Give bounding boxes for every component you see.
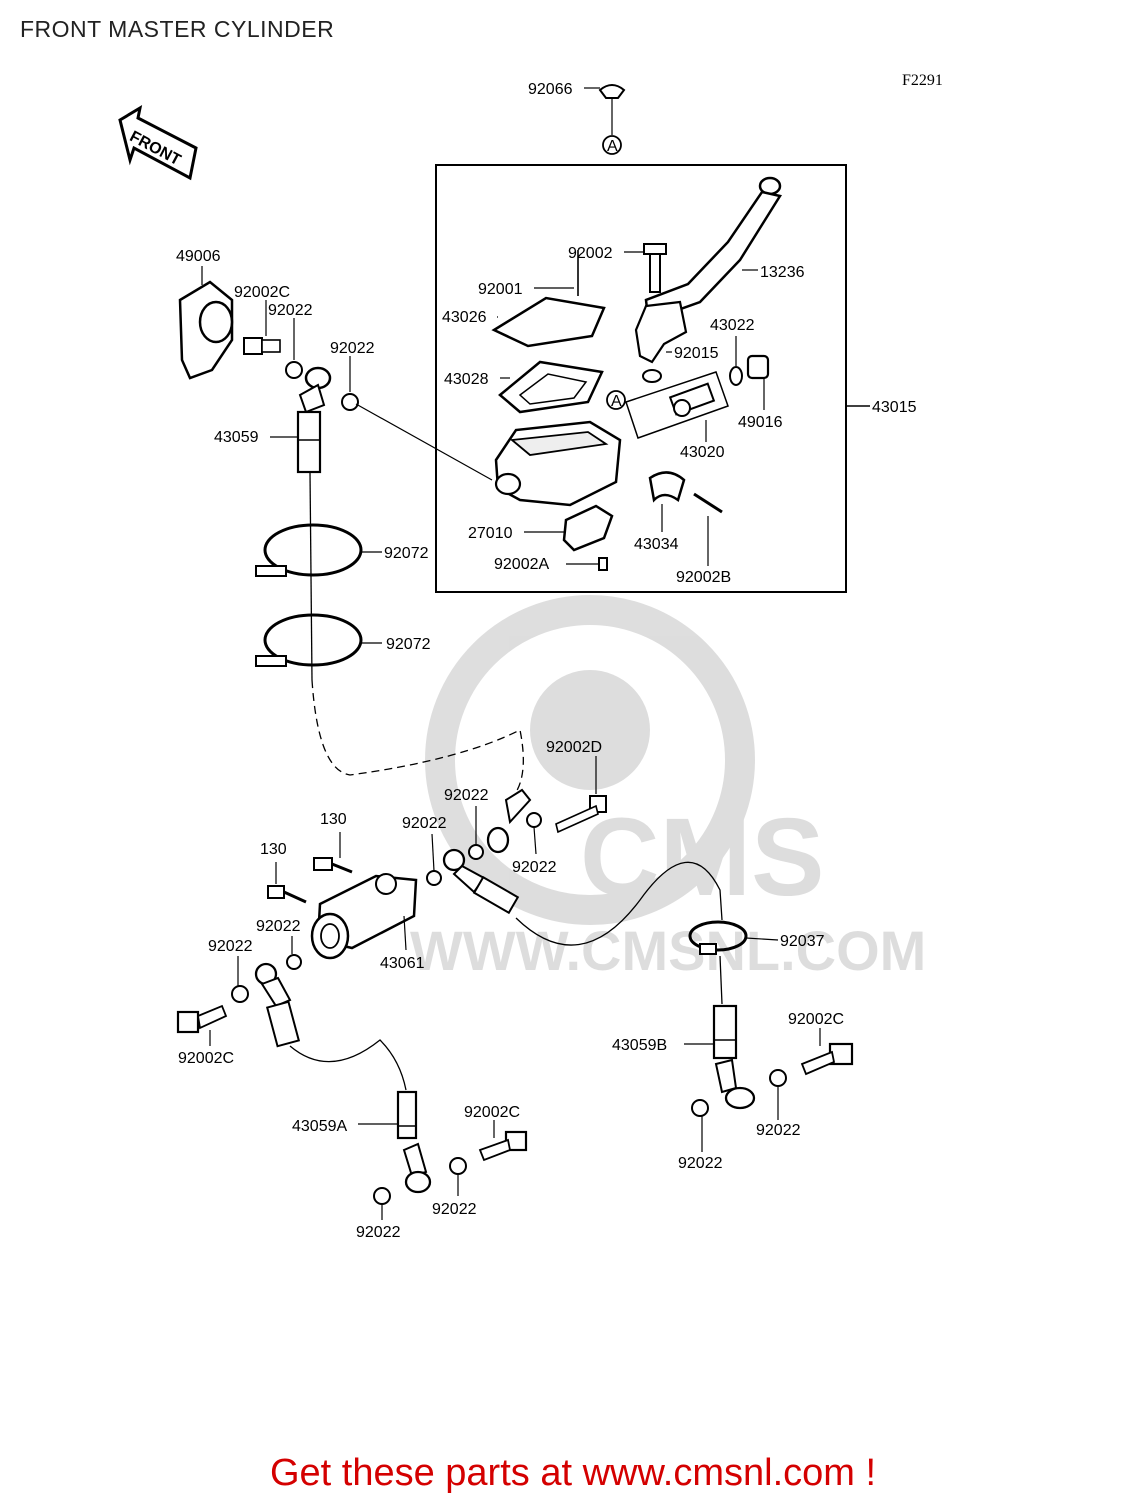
washer-icon (286, 954, 302, 970)
label-92002c-left: 92002C (178, 1050, 234, 1067)
label-43026: 43026 (442, 309, 487, 326)
banjo-bolt-icon (243, 300, 281, 355)
label-92002: 92002 (568, 245, 613, 262)
reservoir-cap-icon (584, 84, 626, 135)
label-92001: 92001 (478, 281, 523, 298)
hose-band-icon (255, 523, 382, 577)
label-13236: 13236 (760, 264, 805, 281)
label-92022: 92022 (756, 1122, 801, 1139)
label-92022: 92022 (208, 938, 253, 955)
watermark: CMS WWW.CMSNL.COM (410, 595, 926, 982)
label-92002c-top: 92002C (234, 284, 290, 301)
label-92002a: 92002A (494, 556, 549, 573)
washer-icon (426, 870, 442, 886)
label-49016: 49016 (738, 414, 783, 431)
label-92022: 92022 (444, 787, 489, 804)
label-92002d: 92002D (546, 739, 602, 756)
label-43015: 43015 (872, 399, 917, 416)
svg-text:A: A (607, 138, 618, 155)
label-92022: 92022 (356, 1224, 401, 1241)
label-92022: 92022 (678, 1155, 723, 1172)
label-130: 130 (260, 841, 287, 858)
label-92002b: 92002B (676, 569, 731, 586)
reservoir-cap-plate-icon (491, 296, 606, 348)
clamp-icon (648, 471, 723, 566)
label-43061: 43061 (380, 955, 425, 972)
banjo-bolt-icon (800, 1028, 854, 1076)
label-92072: 92072 (384, 545, 429, 562)
washer-icon (373, 1187, 391, 1205)
label-43022: 43022 (710, 317, 755, 334)
label-92022: 92022 (402, 815, 447, 832)
assembly-box (435, 164, 847, 593)
front-arrow-icon: FRONT (118, 104, 198, 181)
label-43034: 43034 (634, 536, 679, 553)
label-43059b: 43059B (612, 1037, 667, 1054)
banjo-bolt-icon (176, 1004, 228, 1046)
washer-icon (769, 1069, 787, 1087)
diaphragm-icon (498, 360, 604, 414)
callout-a-body: A (606, 390, 626, 410)
page-title: FRONT MASTER CYLINDER (20, 16, 335, 42)
watermark-brand: CMS (580, 796, 824, 919)
label-92037: 92037 (780, 933, 825, 950)
svg-text:A: A (611, 393, 622, 410)
label-92022: 92022 (432, 1201, 477, 1218)
washer-icon (285, 361, 303, 379)
label-92072: 92072 (386, 636, 431, 653)
bolt-icon (267, 862, 307, 904)
label-92022: 92022 (330, 340, 375, 357)
hose-clamp-icon (688, 920, 779, 1005)
label-92022: 92022 (256, 918, 301, 935)
label-92002c-right: 92002C (788, 1011, 844, 1028)
nut-icon (642, 369, 662, 383)
label-92015: 92015 (674, 345, 719, 362)
label-43020: 43020 (680, 444, 725, 461)
master-cylinder-body-icon (355, 403, 622, 507)
hose-fitting-icon (442, 848, 723, 946)
watermark-url: WWW.CMSNL.COM (410, 919, 926, 982)
label-92022: 92022 (268, 302, 313, 319)
dust-seal-icon (729, 366, 743, 386)
label-92066: 92066 (528, 81, 573, 98)
footer-link[interactable]: Get these parts at www.cmsnl.com ! (269, 1452, 877, 1494)
pivot-bolt-icon (624, 243, 667, 293)
label-130: 130 (320, 811, 347, 828)
banjo-cover-icon (178, 266, 234, 380)
label-43059a: 43059A (292, 1118, 347, 1135)
brake-hose-fitting-icon (254, 962, 432, 1194)
brake-hose-fitting-icon (270, 366, 524, 801)
washer-icon (468, 844, 484, 860)
hose-fitting-icon (486, 788, 532, 854)
diagram-code: F2291 (902, 72, 943, 89)
callout-a-top: A (602, 135, 622, 155)
washer-icon (231, 985, 249, 1003)
brake-hose-fitting-icon (684, 1004, 756, 1110)
piston-kit-icon (625, 371, 729, 442)
brake-lever-icon (634, 176, 782, 364)
hose-band-icon (255, 613, 382, 667)
washer-icon (449, 1157, 467, 1175)
banjo-bolt-icon (555, 756, 607, 834)
label-27010: 27010 (468, 525, 513, 542)
washer-icon (341, 393, 359, 411)
label-43028: 43028 (444, 371, 489, 388)
washer-icon (691, 1099, 709, 1117)
label-49006: 49006 (176, 248, 221, 265)
screw-icon (566, 557, 608, 571)
washer-icon (526, 812, 542, 828)
bolt-icon (313, 832, 353, 874)
label-43059: 43059 (214, 429, 259, 446)
boot-icon (746, 354, 770, 410)
label-92022: 92022 (512, 859, 557, 876)
label-92002c-bottom: 92002C (464, 1104, 520, 1121)
banjo-bolt-icon (478, 1120, 528, 1162)
hose-joint-icon (310, 873, 418, 960)
brake-switch-icon (524, 504, 614, 552)
